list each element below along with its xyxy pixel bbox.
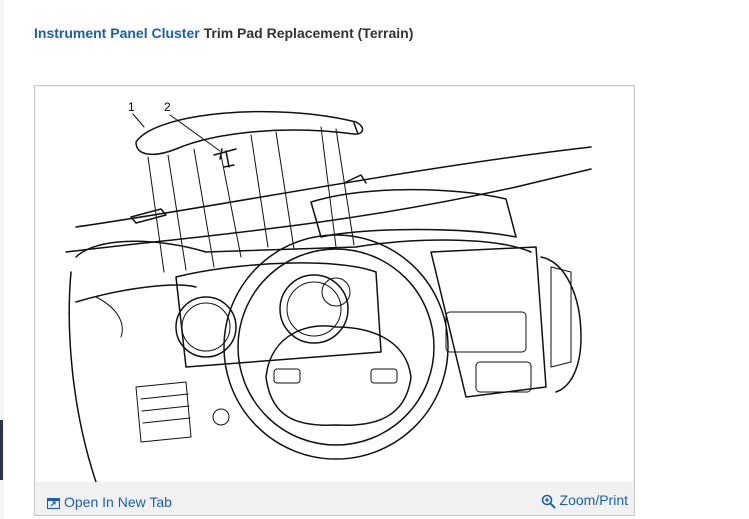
center-stack xyxy=(430,246,547,398)
edge-marker xyxy=(0,420,3,480)
title-rest: Trim Pad Replacement (Terrain) xyxy=(199,25,414,41)
window-edge xyxy=(0,0,4,519)
right-vent xyxy=(550,266,572,368)
retainer-clip xyxy=(213,148,237,168)
zoom-print-label: Zoom/Print xyxy=(559,492,628,508)
trim-pad xyxy=(135,110,364,156)
title-link[interactable]: Instrument Panel Cluster xyxy=(34,25,200,41)
figure-image[interactable]: 1 2 xyxy=(36,87,633,482)
defrost-grille xyxy=(310,188,517,238)
figure-frame: 1 2 Open In New Tab Zoom/Print xyxy=(34,85,635,516)
tachometer xyxy=(175,296,237,358)
magnifier-plus-icon xyxy=(541,494,556,509)
speedometer xyxy=(279,274,349,344)
open-in-new-tab-icon xyxy=(47,497,60,509)
page-title: Instrument Panel Cluster Trim Pad Replac… xyxy=(34,25,413,41)
open-in-new-tab-label: Open In New Tab xyxy=(64,494,172,510)
dashboard-line-drawing: 1 2 xyxy=(65,100,592,482)
zoom-print-link[interactable]: Zoom/Print xyxy=(541,492,628,509)
callout-1: 1 xyxy=(128,100,135,114)
steering-wheel xyxy=(223,234,449,460)
callout-2: 2 xyxy=(164,100,171,114)
open-in-new-tab-link[interactable]: Open In New Tab xyxy=(47,494,172,510)
figure-footer: Open In New Tab Zoom/Print xyxy=(35,482,634,515)
left-vent xyxy=(135,381,192,443)
steering-hub xyxy=(265,325,412,426)
